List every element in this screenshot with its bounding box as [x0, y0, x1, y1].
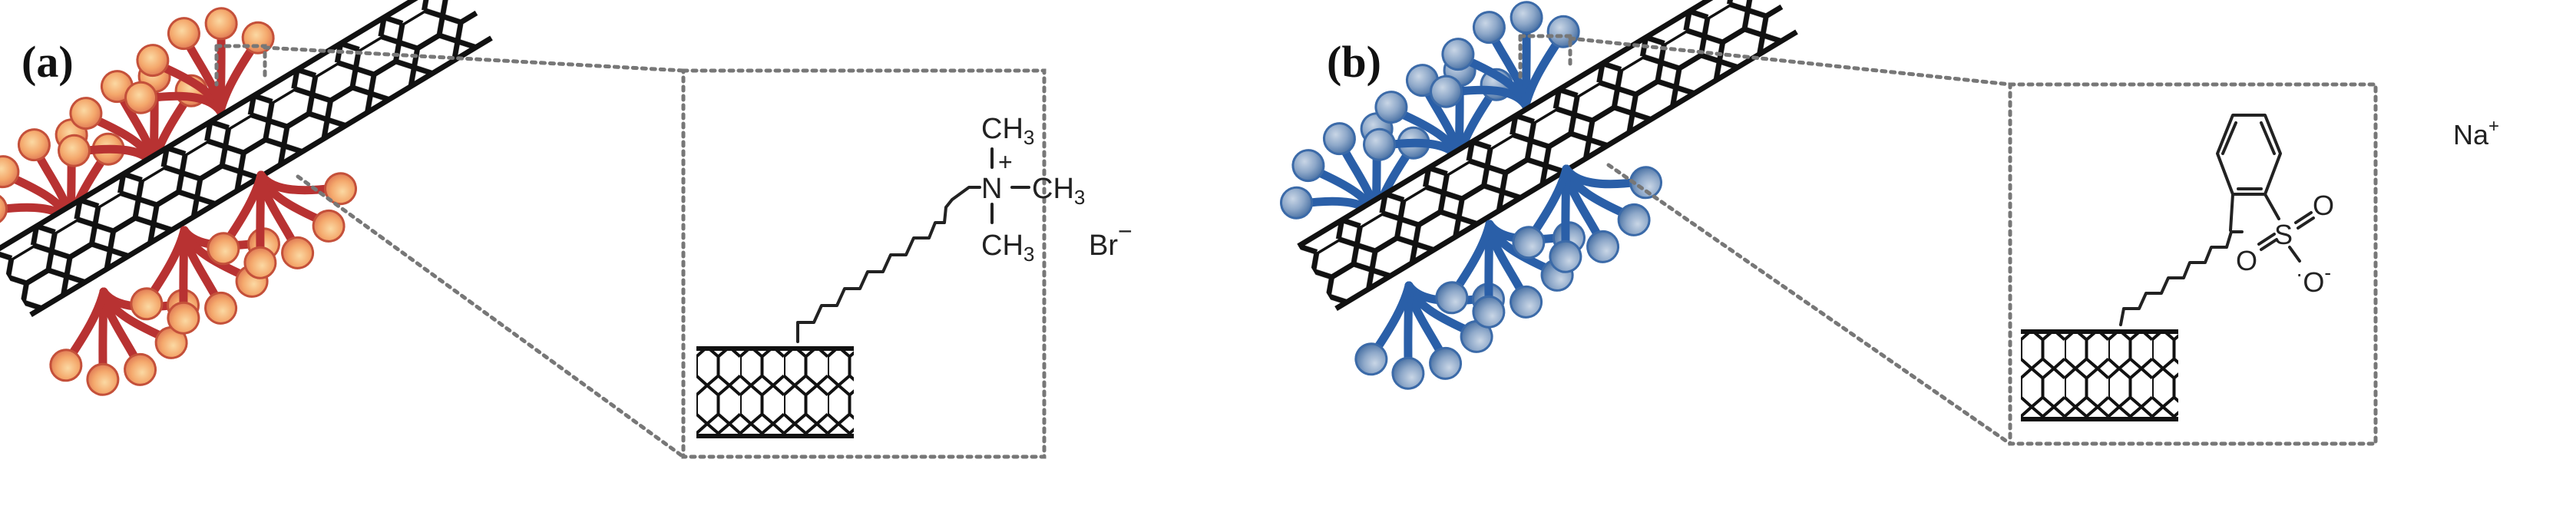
methyl-right: CH [1032, 173, 1074, 205]
oxygen-atom-1: O [2313, 190, 2334, 221]
svg-text:CH3: CH3 [981, 113, 1034, 149]
oxygen-atom-2: O [2236, 245, 2257, 276]
svg-text:CH3: CH3 [981, 230, 1034, 266]
svg-text:CH3: CH3 [1032, 173, 1085, 209]
nanotube-ctab-illustration [0, 0, 491, 401]
sulfur-atom: S [2274, 219, 2293, 250]
ctab-molecule-inset: N + CH3 CH3 CH3 Br− [696, 113, 1133, 438]
bromide-ion: Br− [1089, 217, 1133, 262]
nitrogen-atom: N [981, 173, 1002, 205]
benzene-ring [2216, 114, 2282, 196]
sdbs-molecule-inset: S O O ·O- Na+ [2021, 114, 2499, 421]
panel-b: (b) S [1271, 0, 2499, 446]
oxygen-atom-3: ·O- [2296, 261, 2331, 298]
panel-label-a: (a) [21, 37, 74, 87]
panel-a: (a) N + [0, 0, 1133, 459]
methyl-bottom: CH [981, 230, 1023, 262]
zoom-callout-a [214, 44, 1047, 459]
panel-label-b: (b) [1327, 37, 1381, 87]
alkyl-chain [796, 186, 981, 343]
zoom-callout-b [1518, 34, 2378, 446]
inset-nanotube-icon [696, 347, 854, 438]
positive-charge: + [998, 148, 1013, 176]
inset-nanotube-icon [2021, 330, 2178, 421]
sodium-ion: Na+ [2453, 116, 2499, 150]
methyl-top: CH [981, 113, 1023, 145]
alkyl-chain [2119, 230, 2244, 326]
